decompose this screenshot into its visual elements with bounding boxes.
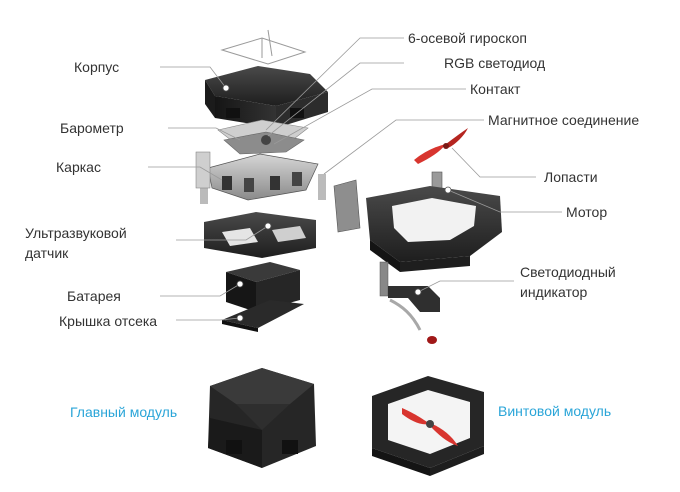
label-blades: Лопасти	[544, 169, 598, 185]
propeller-blades	[414, 128, 468, 164]
label-led-indicator-line2: индикатор	[520, 284, 588, 300]
main-module-assembled	[208, 368, 316, 468]
leader-lines-left	[148, 66, 272, 322]
label-led-indicator-line1: Светодиодный	[520, 264, 616, 280]
antenna-part	[220, 29, 307, 65]
label-housing: Корпус	[74, 59, 120, 75]
led-indicator-part	[379, 261, 440, 344]
label-ultrasonic-line1: Ультразвуковой	[25, 225, 127, 241]
prop-guard-frame	[366, 186, 502, 272]
electronics-boards	[217, 119, 309, 155]
housing-part	[205, 66, 328, 128]
label-gyroscope: 6-осевой гироскоп	[408, 30, 527, 46]
caption-main-module: Главный модуль	[70, 404, 178, 420]
label-motor: Мотор	[566, 204, 608, 220]
label-battery-cover: Крышка отсека	[59, 313, 158, 329]
battery-cover-part	[222, 300, 304, 332]
label-battery: Батарея	[67, 288, 121, 304]
label-ultrasonic-line2: датчик	[25, 245, 69, 261]
side-frame-pieces	[195, 151, 361, 233]
label-contact: Контакт	[470, 81, 521, 97]
label-barometer: Барометр	[60, 120, 124, 136]
frame-part	[200, 153, 326, 204]
label-frame: Каркас	[56, 159, 101, 175]
label-rgb-led: RGB светодиод	[444, 55, 546, 71]
ultrasonic-tray	[204, 212, 316, 258]
caption-prop-module: Винтовой модуль	[498, 403, 612, 419]
prop-module-assembled	[372, 376, 484, 476]
label-magnetic-connection: Магнитное соединение	[488, 112, 640, 128]
leader-lines-right	[265, 37, 562, 296]
